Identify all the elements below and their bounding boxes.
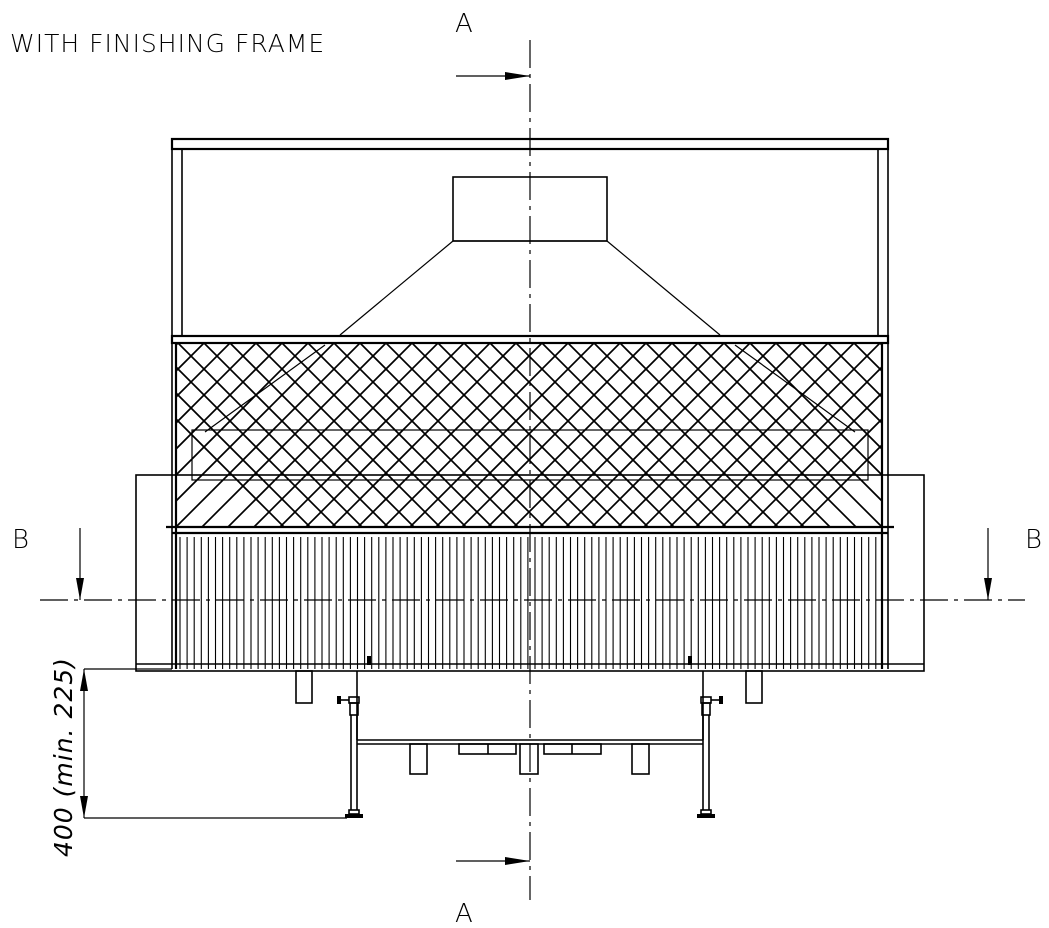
mesh-wire xyxy=(409,343,595,527)
mesh-wire xyxy=(539,343,725,527)
firebox-outline xyxy=(191,344,869,481)
mesh-wire xyxy=(463,343,649,527)
mesh-wire xyxy=(279,343,465,527)
mesh-wire xyxy=(229,343,415,527)
section-label-b-right: B xyxy=(1025,525,1042,555)
base-body xyxy=(356,671,704,775)
mesh-wire xyxy=(801,343,882,425)
mesh-wire xyxy=(331,343,517,527)
finishing-frame xyxy=(135,474,925,672)
mesh-wire xyxy=(227,343,413,527)
mesh-wire xyxy=(932,343,1049,527)
mesh-wire xyxy=(201,343,387,527)
mesh-wire xyxy=(0,343,152,527)
mesh-wire xyxy=(513,343,699,527)
mesh-wire xyxy=(176,343,283,451)
mesh-wire xyxy=(593,343,779,527)
hood-slopes xyxy=(339,240,721,336)
height-dimension-label: 400 (min. 225) xyxy=(49,657,78,857)
mesh-wire xyxy=(176,343,309,477)
mesh-wire xyxy=(176,391,311,527)
mesh-wire xyxy=(671,343,857,527)
mesh-wire xyxy=(461,343,647,527)
mesh-wire xyxy=(203,343,389,527)
mesh-wire xyxy=(567,343,753,527)
section-label-b-left: B xyxy=(12,525,29,555)
mesh-wire xyxy=(435,343,621,527)
mesh-wire xyxy=(253,343,439,527)
vertical-ribs xyxy=(179,537,877,669)
mesh-wire xyxy=(827,343,882,399)
mesh-wire xyxy=(177,343,363,527)
diamond-mesh xyxy=(0,343,1049,527)
bracket-left xyxy=(295,670,313,704)
mesh-wire xyxy=(591,343,777,527)
mesh-wire xyxy=(721,365,882,527)
mesh-wire xyxy=(723,343,882,503)
mesh-wire xyxy=(906,343,1049,527)
leg-right xyxy=(697,696,723,818)
mesh-wire xyxy=(984,343,1049,527)
mesh-wire xyxy=(307,343,493,527)
mesh-wire xyxy=(695,343,881,527)
drawing-title: WITH FINISHING FRAME xyxy=(10,29,325,58)
mesh-wire xyxy=(437,343,623,527)
mesh-wire xyxy=(541,343,727,527)
mesh-wire xyxy=(333,343,519,527)
section-arrow-b-right xyxy=(984,528,992,600)
mesh-wire xyxy=(489,343,675,527)
section-arrow-a-top xyxy=(456,72,530,80)
mesh-wire xyxy=(487,343,673,527)
mesh-wire xyxy=(176,343,361,527)
leg-left xyxy=(337,696,363,818)
mesh-wire xyxy=(281,343,467,527)
mesh-wire xyxy=(357,343,543,527)
mesh-wire xyxy=(617,343,803,527)
mesh-wire xyxy=(799,443,882,527)
section-arrow-b-left xyxy=(76,528,84,600)
mesh-wire xyxy=(411,343,597,527)
mesh-wire xyxy=(669,343,855,527)
section-label-a-top: A xyxy=(455,9,473,39)
hood-frame xyxy=(170,137,890,669)
pin-left xyxy=(367,656,371,665)
mesh-wire xyxy=(359,343,545,527)
mesh-wire xyxy=(0,343,126,527)
mesh-wire xyxy=(749,343,882,477)
mesh-wire xyxy=(176,343,335,503)
mesh-wire xyxy=(958,343,1049,527)
mesh-wire xyxy=(305,343,491,527)
pin-right xyxy=(688,656,692,665)
mesh-wire xyxy=(255,343,441,527)
mesh-wire xyxy=(176,343,231,399)
mesh-wire xyxy=(176,343,257,425)
mesh-wire xyxy=(619,343,805,527)
mesh-wire xyxy=(176,365,337,527)
section-arrow-a-bottom xyxy=(456,857,530,865)
height-dimension xyxy=(80,668,347,819)
mesh-wire xyxy=(385,343,571,527)
bracket-right xyxy=(745,670,763,704)
mesh-wire xyxy=(747,391,882,527)
mesh-wire xyxy=(879,343,882,347)
mesh-wire xyxy=(697,343,882,527)
mesh-wire xyxy=(383,343,569,527)
mesh-wire xyxy=(643,343,829,527)
mesh-wire xyxy=(565,343,751,527)
mesh-wire xyxy=(176,343,179,347)
mesh-wire xyxy=(515,343,701,527)
mesh-wire xyxy=(645,343,831,527)
mesh-wire xyxy=(773,417,882,527)
section-label-a-bottom: A xyxy=(455,899,473,928)
mesh-wire xyxy=(0,343,100,527)
